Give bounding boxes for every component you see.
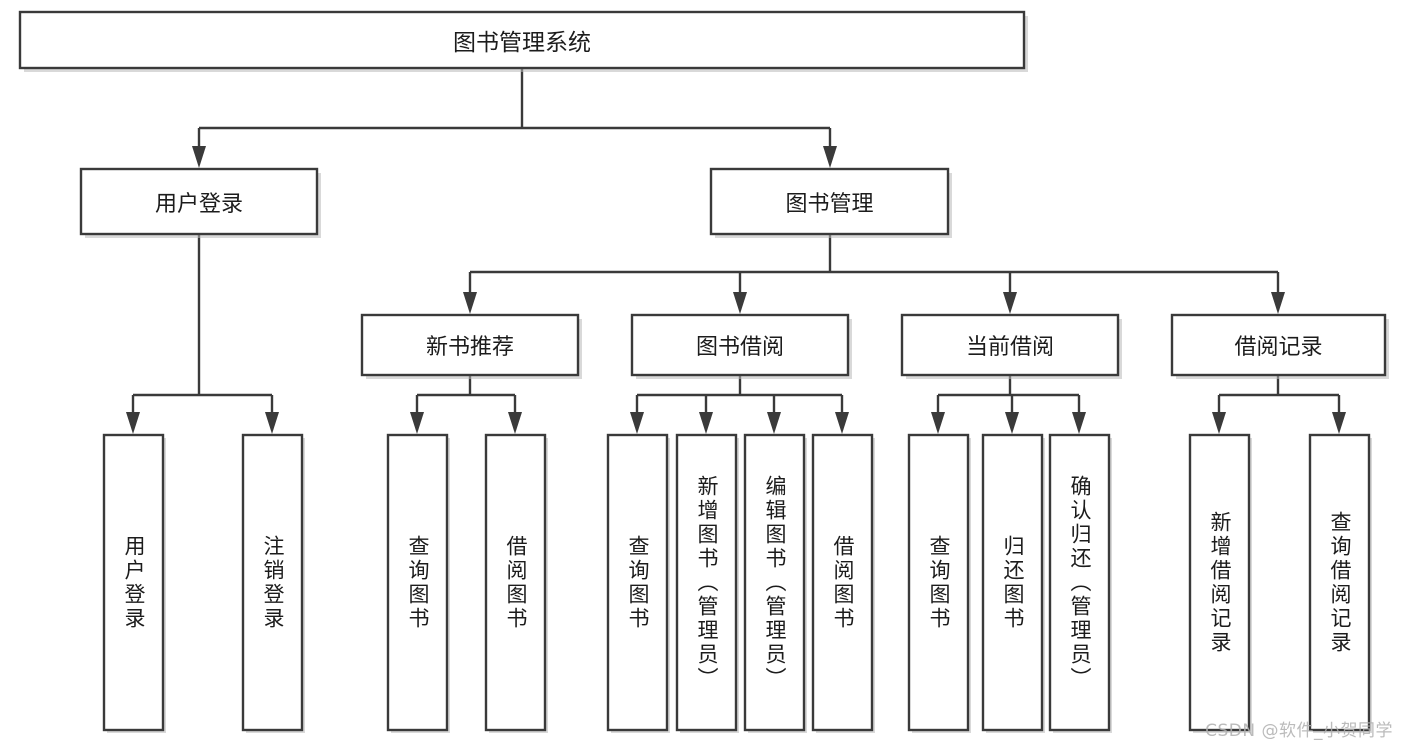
arrowhead-leaf-query-record xyxy=(1332,412,1346,434)
box-leaf-borrow-book[interactable] xyxy=(811,433,874,732)
connectors-book-manage-to-level3 xyxy=(463,234,1285,314)
arrowhead-current-borrow xyxy=(1003,292,1017,314)
node-boxes xyxy=(18,10,1389,733)
connectors-borrow-record-to-leaves xyxy=(1212,375,1346,434)
arrowhead-leaf-user-logout xyxy=(265,412,279,434)
box-leaf-return-book[interactable] xyxy=(981,433,1044,732)
arrowhead-leaf-edit-book xyxy=(767,412,781,434)
box-leaf-add-record[interactable] xyxy=(1188,433,1251,732)
arrowhead-leaf-query-book-rec xyxy=(410,412,424,434)
arrowhead-leaf-borrow-book xyxy=(835,412,849,434)
box-leaf-borrow-book-rec[interactable] xyxy=(484,433,547,732)
box-leaf-edit-book[interactable] xyxy=(743,433,806,732)
box-borrow-record[interactable] xyxy=(1170,313,1387,377)
arrowhead-book-manage xyxy=(823,146,837,168)
connectors-root-to-level2 xyxy=(192,68,837,168)
arrowhead-leaf-confirm-return xyxy=(1072,412,1086,434)
arrowhead-new-book-rec xyxy=(463,292,477,314)
connectors-user-login-to-leaves xyxy=(126,234,279,434)
box-book-manage[interactable] xyxy=(709,167,950,236)
arrowhead-leaf-return-book xyxy=(1005,412,1019,434)
csdn-watermark: CSDN @软件_小贺同学 xyxy=(1205,721,1393,741)
box-leaf-confirm-return[interactable] xyxy=(1048,433,1111,732)
box-leaf-query-record[interactable] xyxy=(1308,433,1371,732)
box-leaf-user-logout[interactable] xyxy=(241,433,304,732)
box-leaf-query-book-borrow[interactable] xyxy=(606,433,669,732)
connectors-book-borrow-to-leaves xyxy=(630,375,849,434)
arrowhead-borrow-record xyxy=(1271,292,1285,314)
arrowhead-leaf-query-book-cur xyxy=(931,412,945,434)
box-leaf-query-book-rec[interactable] xyxy=(386,433,449,732)
arrowhead-leaf-add-record xyxy=(1212,412,1226,434)
box-leaf-add-book[interactable] xyxy=(675,433,738,732)
arrowhead-leaf-user-login xyxy=(126,412,140,434)
connectors-new-book-rec-to-leaves xyxy=(410,375,522,434)
box-leaf-user-login[interactable] xyxy=(102,433,165,732)
arrowhead-leaf-add-book xyxy=(699,412,713,434)
box-leaf-query-book-cur[interactable] xyxy=(907,433,970,732)
box-current-borrow[interactable] xyxy=(900,313,1120,377)
connectors-current-borrow-to-leaves xyxy=(931,375,1086,434)
arrowhead-leaf-borrow-book-rec xyxy=(508,412,522,434)
box-root[interactable] xyxy=(18,10,1026,70)
box-book-borrow[interactable] xyxy=(630,313,850,377)
arrowhead-user-login xyxy=(192,146,206,168)
box-new-book-rec[interactable] xyxy=(360,313,580,377)
box-user-login[interactable] xyxy=(79,167,319,236)
arrowhead-leaf-query-book-borrow xyxy=(630,412,644,434)
arrowhead-book-borrow xyxy=(733,292,747,314)
